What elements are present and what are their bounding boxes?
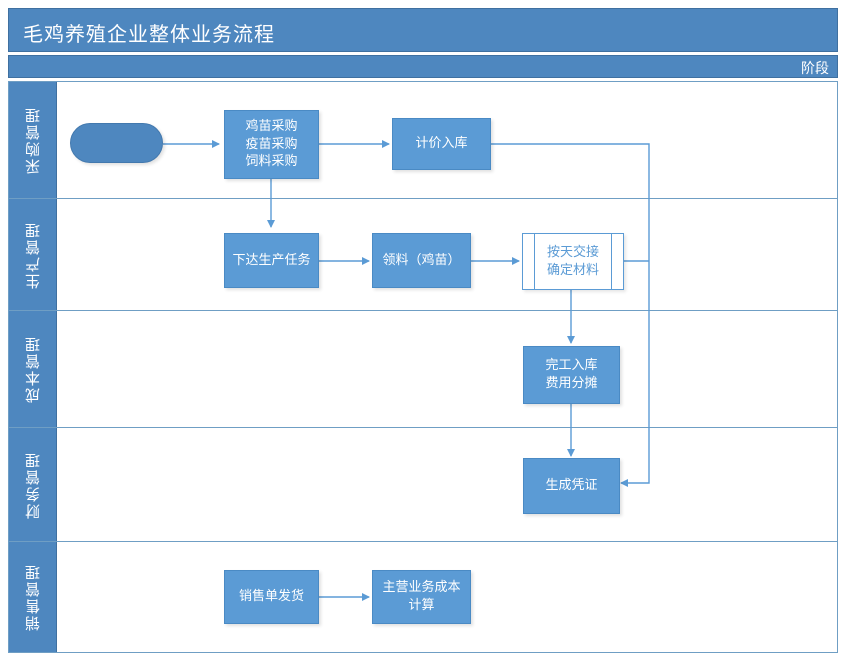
node-price-in[interactable]: 计价入库	[392, 118, 491, 170]
node-sales-ship-label: 销售单发货	[238, 589, 304, 605]
lane-finance: 财务管理	[9, 428, 837, 542]
node-price-in-label: 计价入库	[415, 136, 468, 152]
swimlane-frame: 采购管理 生产管理 成本管理 财务管理 销售管理	[8, 81, 838, 653]
lane-label-finance: 财务管理	[24, 450, 42, 519]
node-prod-task-label: 下达生产任务	[232, 252, 311, 268]
lane-header-finance: 财务管理	[9, 428, 57, 541]
lane-label-purchasing: 采购管理	[24, 106, 42, 174]
node-issue-mat[interactable]: 领料（鸡苗）	[372, 233, 471, 288]
node-prod-task[interactable]: 下达生产任务	[224, 233, 319, 288]
node-cogs[interactable]: 主营业务成本计算	[372, 570, 471, 624]
phase-header-bar: 阶段	[8, 55, 838, 78]
predefined-bar-left	[534, 234, 535, 289]
diagram-title-bar: 毛鸡养殖企业整体业务流程	[8, 8, 838, 52]
phase-label: 阶段	[801, 61, 829, 77]
lane-label-production: 生产管理	[24, 220, 42, 289]
lane-header-production: 生产管理	[9, 199, 57, 310]
lane-header-purchasing: 采购管理	[9, 82, 57, 198]
lane-body-finance	[57, 428, 837, 541]
node-finish-in[interactable]: 完工入库费用分摊	[523, 346, 620, 404]
node-start[interactable]	[70, 123, 163, 163]
page-title: 毛鸡养殖企业整体业务流程	[23, 22, 275, 46]
node-voucher-label: 生成凭证	[545, 478, 598, 494]
lane-header-sales: 销售管理	[9, 542, 57, 652]
node-daily-handover-label: 按天交接确定材料	[546, 244, 599, 278]
lane-body-cost	[57, 311, 837, 427]
predefined-bar-right	[611, 234, 612, 289]
node-daily-handover[interactable]: 按天交接确定材料	[522, 233, 624, 290]
node-purchase[interactable]: 鸡苗采购疫苗采购饲料采购	[224, 110, 319, 179]
lane-header-cost: 成本管理	[9, 311, 57, 427]
node-purchase-label: 鸡苗采购疫苗采购饲料采购	[245, 119, 298, 170]
lane-label-sales: 销售管理	[24, 563, 42, 631]
node-cogs-label: 主营业务成本计算	[382, 580, 461, 613]
lane-label-cost: 成本管理	[24, 335, 42, 403]
lane-cost: 成本管理	[9, 311, 837, 428]
node-issue-mat-label: 领料（鸡苗）	[382, 252, 461, 268]
node-finish-in-label: 完工入库费用分摊	[545, 358, 598, 391]
node-voucher[interactable]: 生成凭证	[523, 458, 620, 514]
node-sales-ship[interactable]: 销售单发货	[224, 570, 319, 624]
